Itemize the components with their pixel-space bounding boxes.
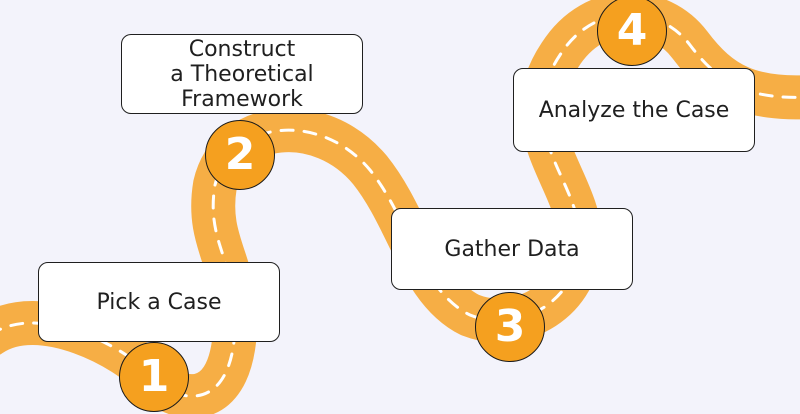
step-2-badge: 2 — [205, 120, 275, 190]
step-1-label: Pick a Case — [96, 289, 222, 315]
step-3-card: Gather Data — [391, 208, 633, 290]
step-2-card: Construct a Theoretical Framework — [121, 34, 363, 114]
step-4-number: 4 — [616, 5, 648, 56]
step-4-badge: 4 — [597, 0, 667, 66]
step-3-number: 3 — [494, 301, 526, 352]
step-2-label-line-1: Construct — [188, 36, 296, 62]
step-4-card: Analyze the Case — [513, 68, 755, 152]
step-4-label: Analyze the Case — [538, 97, 730, 123]
step-2-number: 2 — [224, 129, 256, 180]
step-1-card: Pick a Case — [38, 262, 280, 342]
step-3-label: Gather Data — [444, 236, 580, 262]
step-2-label-line-2: a Theoretical — [170, 61, 314, 87]
step-1-badge: 1 — [119, 342, 189, 412]
step-3-badge: 3 — [475, 292, 545, 362]
step-1-number: 1 — [138, 351, 170, 402]
step-2-label-line-3: Framework — [181, 86, 303, 112]
